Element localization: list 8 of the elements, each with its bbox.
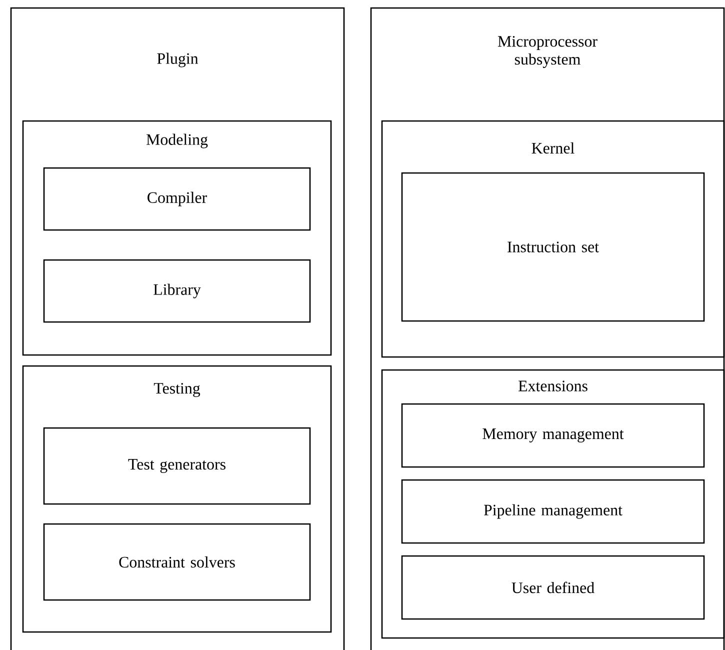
module-box: Compiler xyxy=(43,167,311,231)
module-box: Instruction set xyxy=(401,172,705,322)
module-box: Pipeline management xyxy=(401,479,705,544)
module-box: Library xyxy=(43,259,311,323)
module-box: Constraint solvers xyxy=(43,523,311,601)
module-box: Memory management xyxy=(401,403,705,468)
module-box: User defined xyxy=(401,555,705,620)
module-box: Test generators xyxy=(43,427,311,505)
